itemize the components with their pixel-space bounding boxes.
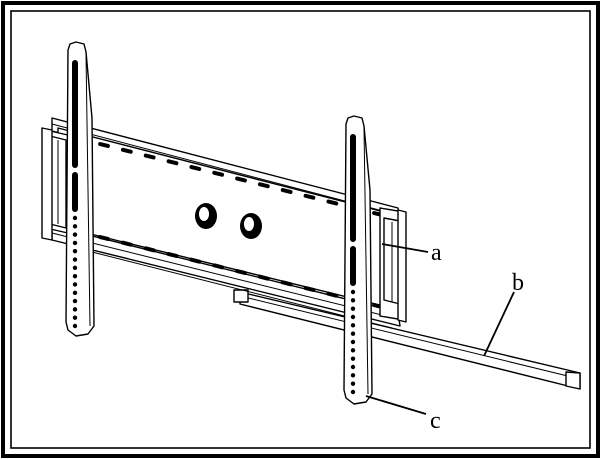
rail-slot: [235, 176, 247, 183]
left-hinge-bracket: [41, 127, 73, 241]
rail-slot: [166, 252, 179, 258]
adjustment-hole: [350, 389, 356, 395]
left-vertical-arm: [65, 41, 95, 337]
adjustment-hole: [350, 331, 356, 336]
leader-line-b: [483, 291, 515, 357]
rail-slot: [303, 193, 316, 200]
adjustment-hole: [350, 364, 356, 370]
upper-slot-row: [98, 142, 384, 217]
adjustment-hole: [72, 298, 78, 304]
adjustment-hole: [72, 290, 78, 295]
adjustment-hole: [350, 306, 356, 311]
center-hole-left-highlight: [199, 207, 209, 221]
adjustment-hole: [350, 339, 356, 345]
adjustment-hole: [72, 323, 78, 329]
adjustment-hole: [72, 249, 78, 254]
adjustment-hole: [350, 289, 356, 295]
rail-slot: [98, 235, 110, 241]
adjustment-hole: [72, 240, 78, 246]
adjustment-hole: [72, 257, 78, 262]
adjustment-hole: [72, 224, 78, 229]
rail-slot: [120, 147, 133, 154]
rail-slot: [189, 165, 202, 171]
rail-slot: [120, 240, 133, 247]
adjustment-hole: [350, 381, 356, 386]
rail-slot: [212, 263, 225, 270]
adjustment-hole: [350, 356, 356, 361]
rail-slot: [280, 188, 293, 194]
center-hole-right-highlight: [244, 217, 254, 231]
rail-slot: [166, 159, 179, 166]
rail-slot: [326, 199, 339, 206]
adjustment-hole: [350, 298, 356, 303]
adjustment-hole: [72, 282, 78, 287]
callout-label-c: c: [430, 408, 441, 434]
inner-border: [10, 10, 591, 449]
adjustment-hole: [350, 323, 356, 328]
adjustment-hole: [72, 315, 78, 320]
rail-slot: [212, 170, 225, 177]
leader-line-a: [381, 243, 429, 253]
extension-bar: [233, 289, 581, 390]
adjustment-hole: [72, 232, 78, 237]
callout-label-a: a: [431, 240, 442, 266]
rail-slot: [280, 280, 293, 287]
leader-line-c: [365, 395, 427, 415]
right-vertical-arm: [343, 115, 373, 405]
adjustment-hole: [72, 273, 78, 279]
rail-slot: [326, 291, 339, 298]
rail-slot: [143, 153, 156, 160]
right-hinge-bracket: [379, 207, 407, 323]
rail-slot: [235, 269, 247, 275]
adjustment-hole: [72, 307, 78, 312]
adjustment-hole: [350, 373, 356, 378]
callout-label-b: b: [512, 270, 524, 296]
adjustment-hole: [350, 314, 356, 320]
rail-slot: [98, 142, 110, 148]
adjustment-hole: [350, 348, 356, 353]
rail-slot: [303, 286, 316, 292]
rail-slot: [257, 182, 270, 189]
rail-slot: [143, 246, 156, 253]
rail-slot: [257, 274, 270, 281]
adjustment-hole: [72, 265, 78, 271]
rail-slot: [189, 257, 202, 264]
adjustment-hole: [72, 215, 78, 221]
